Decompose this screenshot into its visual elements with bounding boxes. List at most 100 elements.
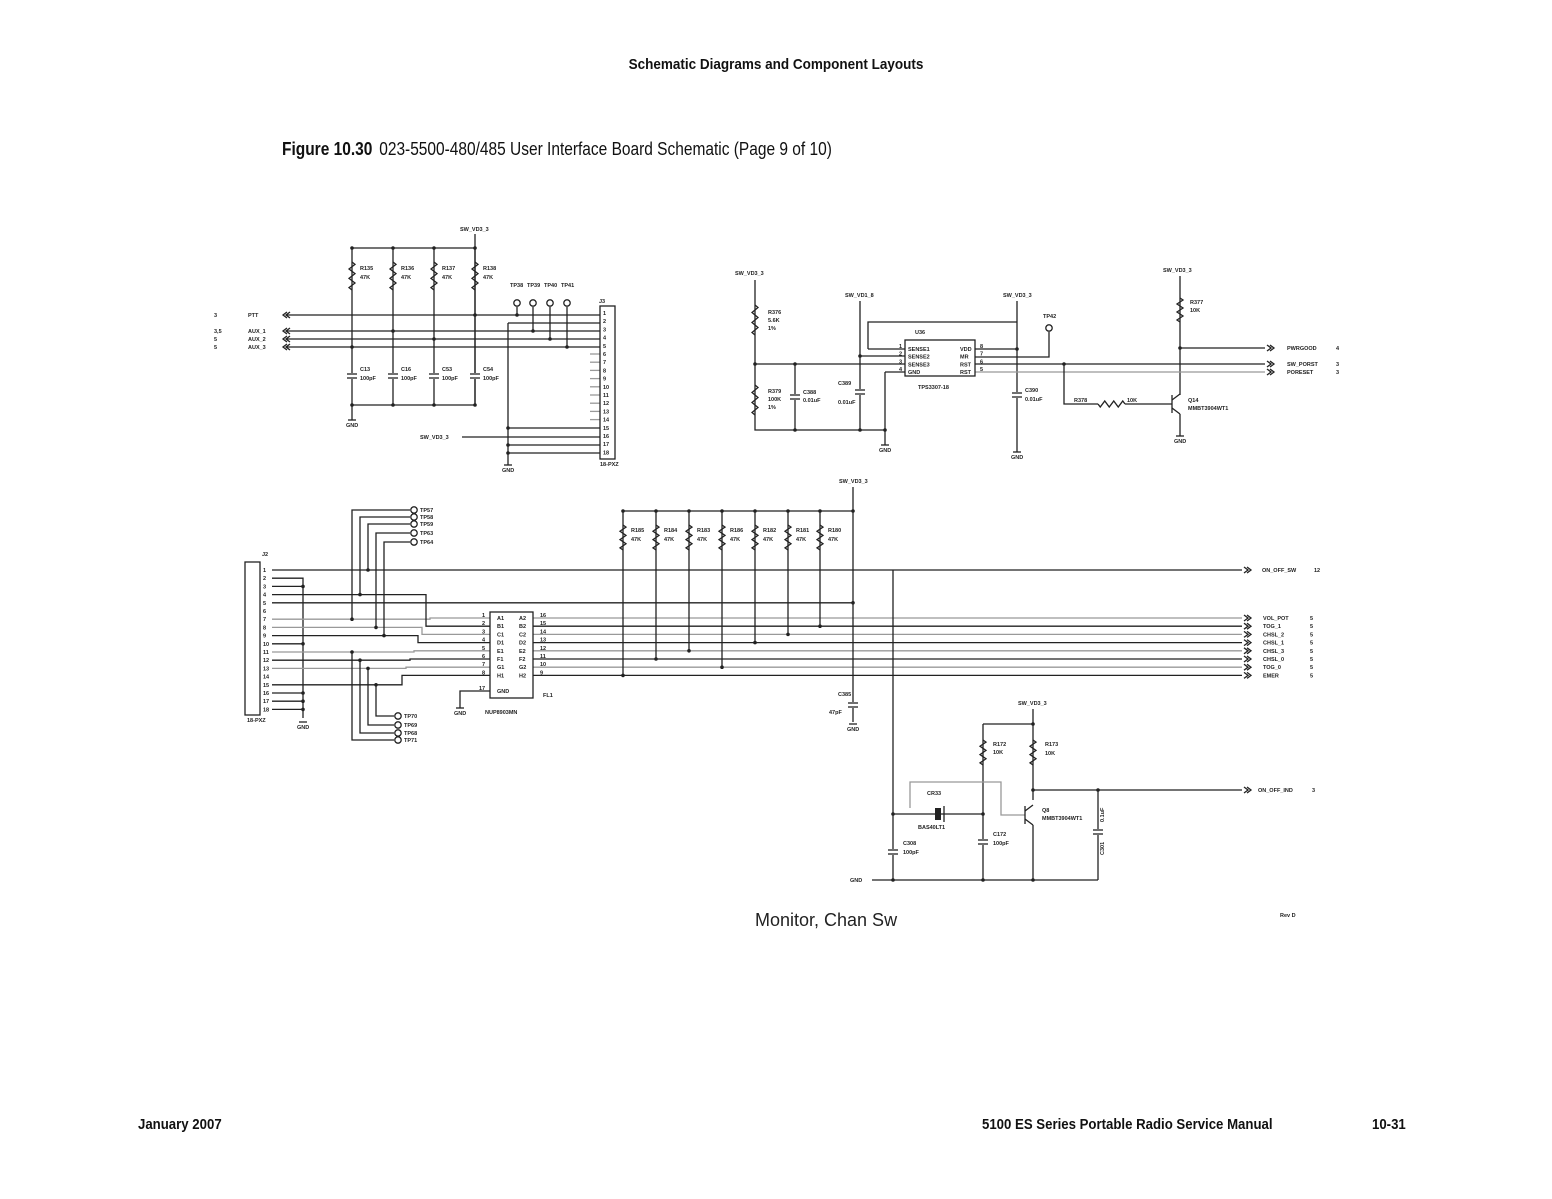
ic-u36 [904, 339, 976, 377]
junction-dot [1031, 788, 1035, 792]
off-page-connector-icon [1243, 786, 1253, 794]
test-point-icon [546, 299, 554, 307]
page-ref: 3 [214, 313, 217, 319]
pin-number: 15 [603, 426, 609, 432]
ic-pin-name: SENSE2 [908, 355, 930, 361]
junction-dot [654, 657, 658, 661]
pin-number: 7 [263, 617, 266, 623]
junction-dot [374, 683, 378, 687]
junction-dot [350, 650, 354, 654]
power-label: SW_VD3_3 [460, 227, 489, 233]
capacitor-ref: C388 [803, 390, 816, 396]
pin-number: 7 [603, 360, 606, 366]
filter-pin-name: G2 [519, 665, 526, 671]
ic-pin-name: SENSE1 [908, 347, 930, 353]
signal-name: VOL_POT [1263, 616, 1289, 622]
page-ref: 3,5 [214, 329, 222, 335]
junction-dot [720, 509, 724, 513]
resistor-value: 100K [768, 397, 781, 403]
resistor-ref: R173 [1045, 742, 1058, 748]
diode-part: BAS40LT1 [918, 825, 945, 831]
pin-number: 17 [479, 686, 485, 692]
wire [359, 516, 410, 595]
ground-label: GND [346, 423, 358, 429]
pin-number: 5 [263, 601, 266, 607]
junction-dot [366, 666, 370, 671]
junction-dot [301, 691, 305, 695]
off-page-connector-icon [1243, 630, 1253, 638]
resistor-ref: R172 [993, 742, 1006, 748]
junction-dot [473, 313, 477, 317]
footer-date: January 2007 [138, 1116, 222, 1133]
resistor-symbol [388, 261, 398, 291]
wire [272, 674, 490, 686]
test-point-icon [394, 712, 402, 720]
resistor-ref: R184 [664, 528, 678, 534]
junction-dot [358, 658, 362, 662]
test-point-icon [410, 538, 418, 546]
filter-pin-name: E2 [519, 649, 526, 655]
junction-dot [883, 428, 887, 432]
junction-dot [391, 329, 395, 333]
cap-gap [848, 702, 858, 708]
resistor-ref: R183 [697, 528, 710, 534]
off-page-connector-icon [1243, 566, 1253, 574]
test-point-icon [410, 506, 418, 514]
filter-pin-name: C2 [519, 632, 526, 638]
signal-name: ON_OFF_SW [1262, 568, 1297, 574]
pin-number: 14 [263, 675, 270, 681]
ic-pin-name: RST [960, 362, 972, 368]
junction-dot [531, 329, 535, 333]
power-label: SW_VD1_8 [845, 293, 874, 299]
pin-number: 16 [540, 613, 546, 619]
pin-number: 11 [540, 654, 546, 660]
diode-ref: CR33 [927, 791, 941, 797]
pin-number: 1 [603, 311, 606, 317]
transistor-part: MMBT3904WT1 [1188, 406, 1228, 412]
pin-number: 9 [540, 670, 543, 676]
junction-dot [548, 337, 552, 341]
pin-number: 7 [980, 352, 983, 358]
pin-number: 6 [263, 609, 266, 615]
connector-j2 [244, 561, 261, 716]
resistor-symbol [684, 524, 694, 551]
junction-dot [382, 633, 386, 638]
junction-dot [350, 246, 354, 250]
filter-pin-name: B2 [519, 624, 526, 630]
junction-dot [981, 812, 985, 816]
resistor-ref: R182 [763, 528, 776, 534]
junction-dot [687, 649, 691, 653]
resistor-ref: R377 [1190, 300, 1203, 306]
off-page-connector-icon [1266, 368, 1276, 376]
pin-number: 9 [603, 377, 606, 383]
pin-number: 5 [482, 646, 485, 652]
footer-page: 10-31 [1372, 1116, 1406, 1133]
junction-dot [506, 443, 510, 447]
junction-dot [851, 509, 855, 513]
junction-dot [301, 699, 305, 703]
junction-dot [1178, 346, 1182, 350]
resistor-value: 10K [1190, 308, 1200, 314]
page-ref: 5 [1310, 649, 1313, 655]
test-point-label: TP59 [420, 522, 433, 528]
connector-part: 18-PXZ [247, 718, 266, 724]
junction-dot [391, 246, 395, 250]
pin-number: 5 [980, 367, 983, 373]
pin-number: 8 [263, 625, 266, 631]
pin-number: 1 [482, 613, 485, 619]
junction-dot [786, 632, 790, 637]
signal-name: ON_OFF_IND [1258, 788, 1293, 794]
wires [272, 234, 1265, 882]
resistor-value: 47K [442, 275, 452, 281]
pin-number: 17 [263, 699, 269, 705]
diode-icon [935, 808, 941, 820]
resistor-ref: R135 [360, 266, 373, 272]
junction-dot [358, 592, 362, 597]
off-page-connector-icon [281, 335, 291, 343]
capacitor-ref: C13 [360, 367, 370, 373]
signal-name: PORESET [1287, 370, 1314, 376]
page-ref: 5 [1310, 624, 1313, 630]
transistor-part: MMBT3904WT1 [1042, 816, 1082, 822]
pin-number: 3 [482, 629, 485, 635]
